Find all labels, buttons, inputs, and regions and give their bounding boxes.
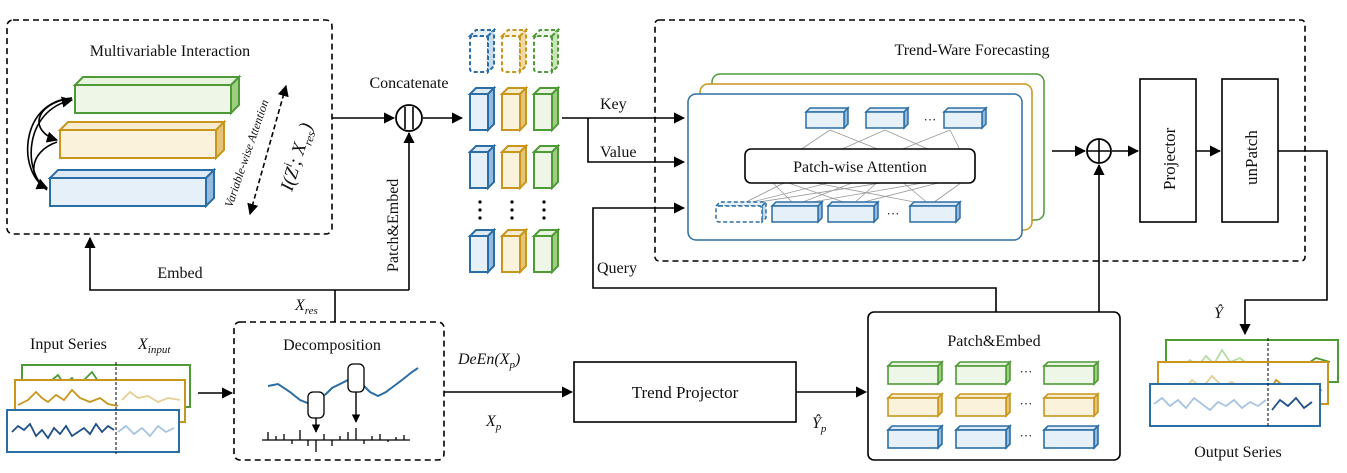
decomposition-title: Decomposition: [283, 337, 381, 354]
xp-label: Xp: [485, 413, 502, 433]
trend-projector-label: Trend Projector: [632, 383, 739, 402]
query-label: Query: [597, 260, 637, 277]
patch-embed-ellipsis-3: ···: [1020, 428, 1033, 443]
variable-bar-blue: [47, 167, 217, 209]
query-arrow: [592, 202, 997, 312]
patch-embed-box: [867, 311, 1121, 461]
input-series-stack: [6, 362, 191, 454]
output-series-label: Output Series: [1194, 444, 1282, 461]
x-input-label: Xinput: [137, 336, 171, 356]
decomposition-window-1: [307, 391, 325, 419]
mutual-information-arrow: [247, 84, 289, 216]
trend-curve: [267, 367, 419, 406]
multivariable-interaction-title: Multivariable Interaction: [90, 43, 250, 60]
variable-bar-green: [72, 74, 242, 116]
attention-bottom-tokens: ···: [714, 200, 962, 224]
multivariable-interaction-panel: [6, 19, 333, 235]
residual-bars: [262, 428, 410, 452]
patch-wise-attention-label: Patch-wise Attention: [793, 159, 927, 176]
trend-ware-forecasting-title: Trend-Ware Forecasting: [895, 42, 1050, 59]
attention-top-tokens: ···: [804, 106, 988, 130]
interaction-arrows: [27, 96, 74, 191]
unpatch-to-output-arrow: [1239, 150, 1328, 336]
yp-label: Ŷp: [812, 413, 827, 435]
concatenate-label: Concatenate: [369, 75, 448, 92]
concatenate-operator: [395, 104, 423, 132]
patch-embed-vertical-label: Patch&Embed: [385, 179, 402, 272]
x-res-label: Xres: [294, 297, 318, 317]
y-hat-label: Ŷ: [1214, 303, 1225, 322]
add-operator: [1086, 138, 1112, 164]
variable-bar-gold: [57, 119, 227, 161]
unpatch-box: [1221, 78, 1279, 223]
attention-top-ellipsis: ···: [924, 112, 937, 127]
patch-embed-ellipsis-1: ···: [1020, 364, 1033, 379]
trend-ware-forecasting-panel: [654, 19, 1306, 262]
deen-label: DeEn(Xp): [457, 351, 520, 371]
embed-label: Embed: [157, 265, 202, 282]
key-label: Key: [600, 96, 627, 113]
patch-embed-ellipsis-2: ···: [1020, 396, 1033, 411]
decomposition-window-2: [347, 363, 365, 393]
output-series-stack: [1149, 338, 1339, 428]
mutual-information-label: I(Zi; Xres): [274, 120, 321, 196]
value-label: Value: [600, 144, 636, 161]
projector-label: Projector: [1160, 127, 1179, 190]
patch-embed-tokens: ··· ··· ···: [886, 360, 1100, 450]
variable-wise-attention-label: Variable-wise Attention: [222, 98, 272, 209]
decomposition-panel: [233, 321, 445, 461]
unpatch-label: unPatch: [1242, 130, 1261, 185]
projector-box: [1139, 78, 1197, 223]
attention-bottom-ellipsis: ···: [887, 206, 900, 221]
value-arrow: [587, 118, 686, 168]
patch-embed-box-title: Patch&Embed: [947, 333, 1040, 350]
embed-feedback-arrow: [84, 236, 409, 291]
input-series-label: Input Series: [30, 336, 107, 353]
patch-wise-attention-box: [744, 148, 976, 184]
patch-token-grid: [467, 27, 561, 275]
attention-connections: [739, 129, 966, 206]
